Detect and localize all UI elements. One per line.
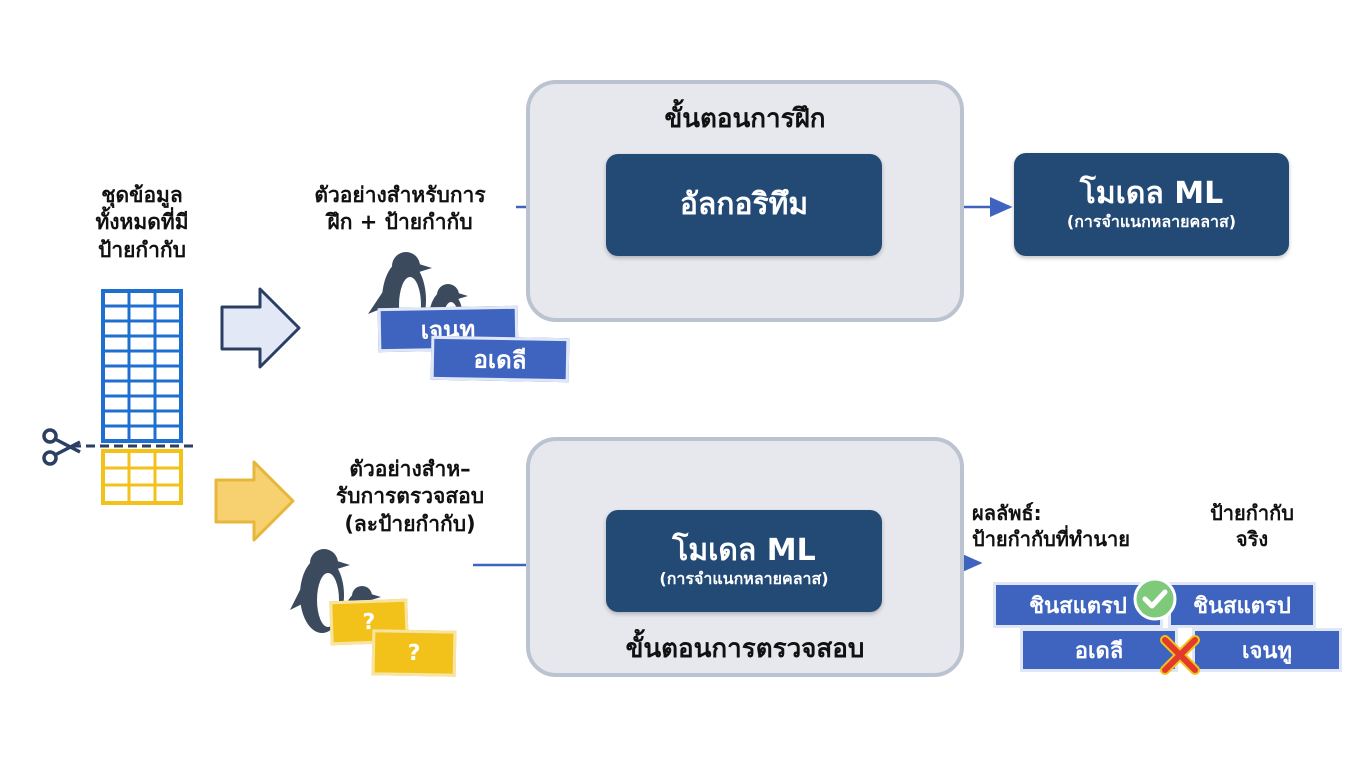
trained-model-title: โมเดล ML bbox=[1079, 176, 1224, 212]
training-sample-card: อเดลี bbox=[430, 335, 570, 383]
trained-model-box: โมเดล ML (การจำแนกหลายคลาส) bbox=[1014, 153, 1289, 256]
trained-model-subtitle: (การจำแนกหลายคลาส) bbox=[1066, 212, 1237, 232]
training-stage-title: ขั้นตอนการฝึก bbox=[664, 104, 826, 134]
actual-card: เจนทู bbox=[1192, 628, 1342, 672]
predicted-card: อเดลี bbox=[1020, 628, 1178, 672]
training-input-label: ตัวอย่างสำหรับการ ฝึก + ป้ายกำกับ bbox=[314, 183, 486, 235]
actual-card: ชินสแตรป bbox=[1168, 582, 1316, 628]
algorithm-label: อัลกอริทึม bbox=[679, 187, 809, 222]
predicted-label-heading: ผลลัพธ์: ป้ายกำกับที่ทำนาย bbox=[972, 501, 1131, 551]
check-icon bbox=[1133, 577, 1177, 621]
algorithm-box: อัลกอริทึม bbox=[606, 154, 882, 256]
testing-sample-card: ? bbox=[371, 629, 457, 677]
cross-icon bbox=[1160, 635, 1200, 675]
true-label-heading: ป้ายกำกับ จริง bbox=[1210, 501, 1294, 551]
testing-model-box: โมเดล ML (การจำแนกหลายคลาส) bbox=[606, 510, 882, 612]
block-arrow-icon bbox=[220, 287, 301, 369]
scissors-icon bbox=[42, 428, 81, 466]
testing-model-subtitle: (การจำแนกหลายคลาส) bbox=[659, 568, 829, 588]
block-arrow-icon bbox=[214, 460, 295, 542]
testing-input-label: ตัวอย่างสำห– รับการตรวจสอบ (ละป้ายกำกับ) bbox=[335, 457, 485, 536]
dataset-grid-test bbox=[101, 449, 183, 505]
testing-stage-title: ขั้นตอนการตรวจสอบ bbox=[625, 634, 865, 664]
testing-model-title: โมเดล ML bbox=[672, 532, 816, 568]
dataset-label: ชุดข้อมูล ทั้งหมดที่มี ป้ายกำกับ bbox=[95, 183, 189, 262]
dataset-grid-training bbox=[101, 289, 183, 443]
